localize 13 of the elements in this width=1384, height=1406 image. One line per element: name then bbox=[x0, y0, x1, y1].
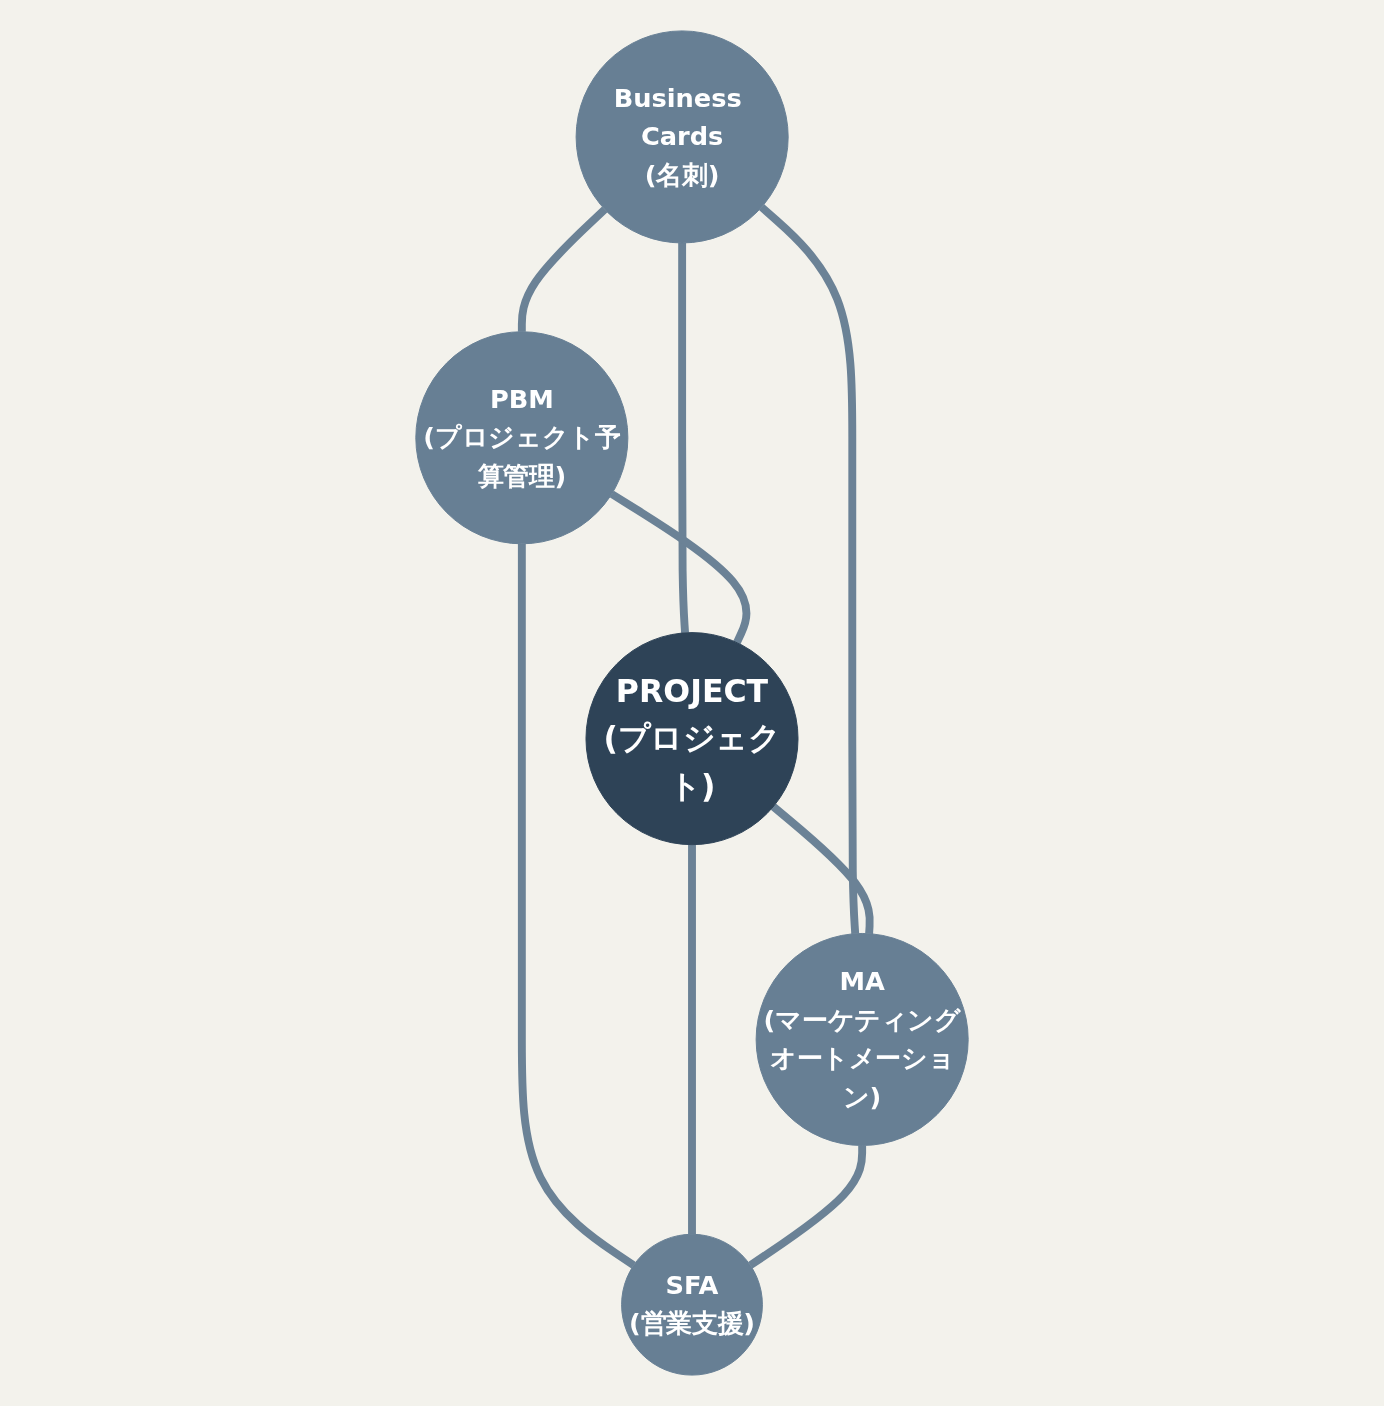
connector bbox=[517, 206, 608, 332]
connector bbox=[758, 204, 860, 934]
connector bbox=[678, 242, 689, 634]
connector bbox=[770, 803, 874, 934]
connector bbox=[748, 1145, 867, 1269]
node-circle: SFA (営業支援) bbox=[621, 1233, 763, 1376]
connector bbox=[517, 543, 636, 1269]
node-circle: PBM (プロジェクト予算管理) bbox=[415, 331, 629, 545]
connector bbox=[609, 490, 751, 645]
connector bbox=[688, 844, 696, 1235]
node-circle: Business Cards (名刺) bbox=[575, 30, 789, 244]
node-circle: PROJECT (プロジェクト) bbox=[585, 632, 799, 846]
node-circle: MA (マーケティングオートメーション) bbox=[755, 932, 969, 1146]
